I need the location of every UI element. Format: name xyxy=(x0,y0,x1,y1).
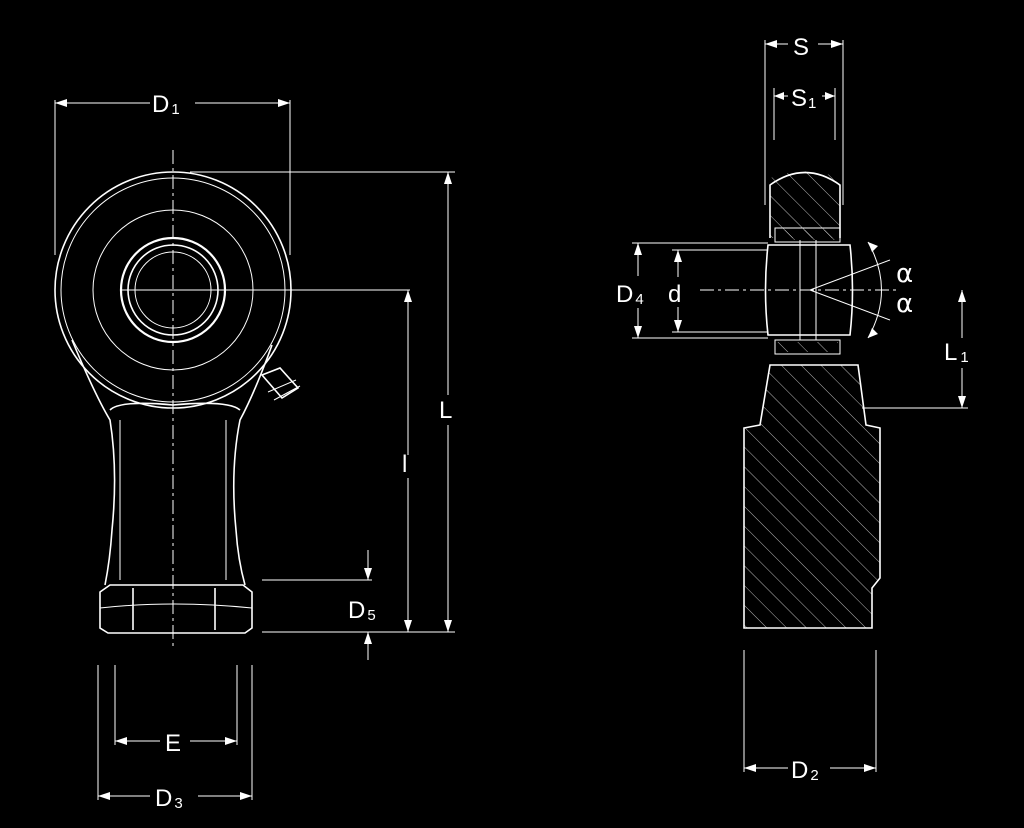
dimension-L: L xyxy=(190,171,455,633)
side-top-cap xyxy=(769,171,841,238)
label-S1: S1 xyxy=(791,85,816,112)
dimension-S1: S1 xyxy=(773,85,836,140)
label-E: E xyxy=(165,730,181,757)
dimension-S: S xyxy=(764,34,844,205)
dimension-E: E xyxy=(114,665,238,757)
tilt-angle-lines: α α xyxy=(809,241,913,339)
grease-nipple xyxy=(260,367,301,401)
dimension-l: l xyxy=(402,290,412,632)
label-d: d xyxy=(668,281,681,308)
label-alpha-lower: α xyxy=(896,289,913,319)
dimension-d: d xyxy=(668,249,768,333)
label-l: l xyxy=(402,451,407,478)
side-ball xyxy=(700,227,900,355)
label-S: S xyxy=(793,34,809,61)
hex-section xyxy=(99,584,253,634)
label-alpha-upper: α xyxy=(896,259,913,289)
side-shank xyxy=(743,364,881,629)
label-L: L xyxy=(439,397,452,424)
